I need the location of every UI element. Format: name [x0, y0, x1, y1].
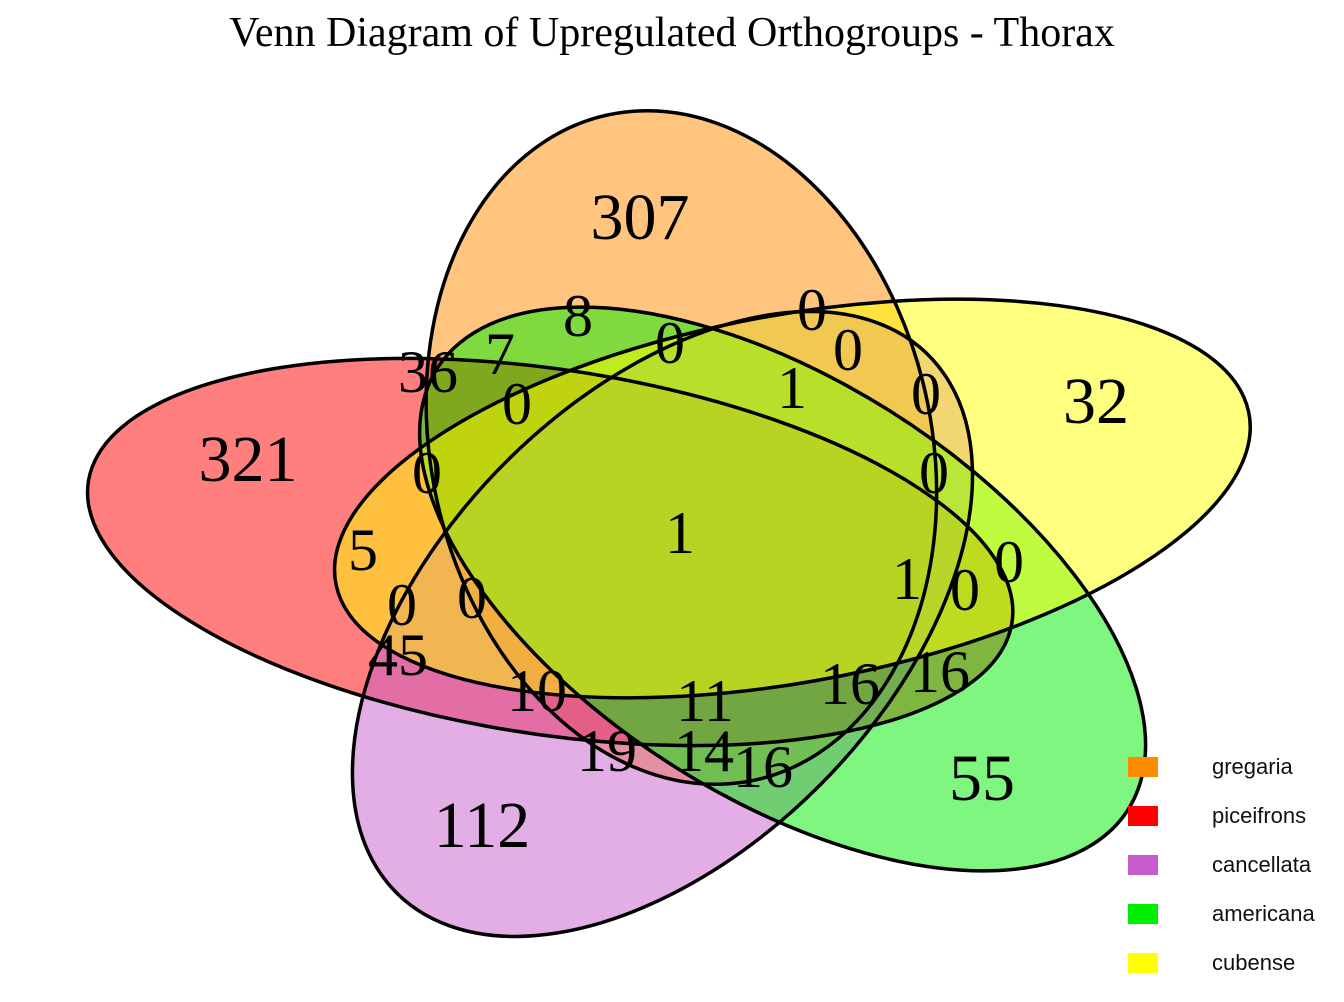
venn-page: { "title": "Venn Diagram of Upregulated … — [0, 0, 1344, 975]
legend-item-piceifrons: piceifrons — [1128, 803, 1344, 828]
legend-label-piceifrons: piceifrons — [1212, 803, 1307, 828]
legend-item-cancellata: cancellata — [1128, 852, 1344, 877]
legend-label-cubense: cubense — [1212, 950, 1296, 975]
ellipse-outline-cancellata — [224, 241, 1101, 960]
venn-svg — [0, 0, 1344, 960]
legend-swatch-cubense — [1128, 953, 1158, 973]
legend-label-cancellata: cancellata — [1212, 852, 1312, 877]
page-title: Venn Diagram of Upregulated Orthogroups … — [229, 10, 1115, 56]
legend-label-americana: americana — [1212, 901, 1315, 926]
legend-label-gregaria: gregaria — [1212, 754, 1293, 779]
legend-item-cubense: cubense — [1128, 950, 1344, 975]
legend-item-americana: americana — [1128, 901, 1344, 926]
ellipse-outline-cubense — [265, 226, 1319, 772]
legend-item-gregaria: gregaria — [1128, 754, 1344, 779]
legend-swatch-gregaria — [1128, 757, 1158, 777]
ellipse-outline-americana — [283, 215, 1282, 960]
ellipse-outline-gregaria — [383, 93, 980, 802]
ellipse-cubense — [334, 299, 1251, 698]
legend-swatch-piceifrons — [1128, 806, 1158, 826]
legend: gregaria piceifrons cancellata americana cub… — [1128, 754, 1344, 1002]
legend-swatch-americana — [1128, 904, 1158, 924]
legend-swatch-cancellata — [1128, 855, 1158, 875]
